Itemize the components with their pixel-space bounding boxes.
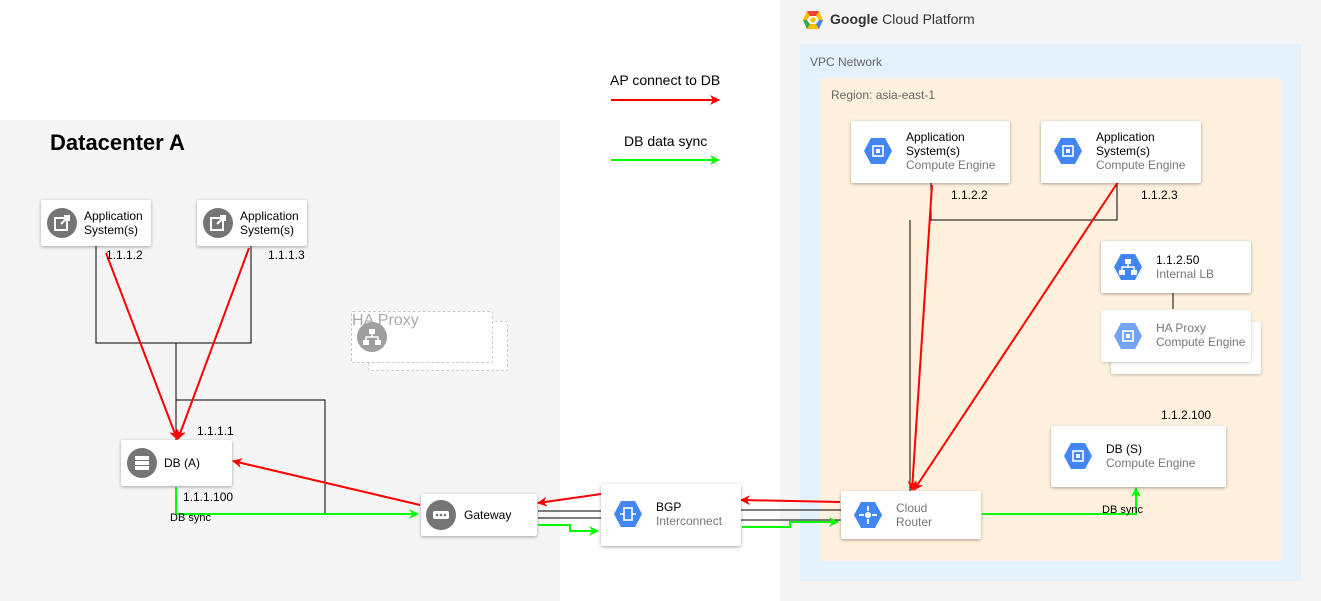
ap-connect-arrow-app1-db [105,252,179,440]
dc-db-a[interactable]: DB (A) [121,440,232,486]
gcp-app1-sub: Compute Engine [906,158,996,172]
compute-engine-icon [1113,321,1143,351]
ap-connect-arrow-app2-db [176,247,250,440]
ap-connect-arrow-gateway-db [232,458,421,506]
dc-app-system-1[interactable]: Application System(s) [41,200,151,246]
gcp-app-system-1[interactable]: Application System(s) Compute Engine [851,121,1010,183]
cloud-router-icon [853,500,883,530]
ap-connect-arrow-gcpapp2-router [913,181,1119,491]
ap-connect-arrow-router-interconnect [740,495,841,506]
dc-db-sync-label: DB sync [170,512,211,524]
dc-db-ip2: 1.1.1.100 [183,490,234,504]
router-line2: Router [896,515,933,529]
gcp-product: Cloud Platform [882,11,975,27]
gcp-lb-sub: Internal LB [1156,267,1215,281]
gcp-app1-line1: Application [906,130,965,144]
gcp-app-system-2[interactable]: Application System(s) Compute Engine [1041,121,1201,183]
ap-connect-arrow-interconnect-gateway [537,493,602,507]
gcp-app1-ip: 1.1.2.2 [951,188,988,202]
interconnect-icon [613,499,643,529]
gcp-cloud-router[interactable]: Cloud Router [841,491,981,539]
google-cloud-logo-icon [803,11,823,29]
gcp-db-sub: Compute Engine [1106,456,1196,470]
gcp-lb-line1: 1.1.2.50 [1156,253,1200,267]
gcp-db-ip: 1.1.2.100 [1161,408,1212,422]
gcp-app2-line2: System(s) [1096,144,1150,158]
gcp-app2-sub: Compute Engine [1096,158,1186,172]
gateway-label: Gateway [464,508,512,522]
dc-app2-ip: 1.1.1.3 [268,248,305,262]
dc-db-label: DB (A) [164,456,200,470]
region-label: Region: asia-east-1 [831,88,936,102]
gcp-haproxy-line1: HA Proxy [1156,321,1207,335]
gcp-app2-line1: Application [1096,130,1155,144]
dc-app1-line1: Application [84,209,143,223]
gcp-db-sync-label: DB sync [1102,504,1143,516]
db-sync-arrow-gateway-interconnect [538,524,599,536]
bgp-interconnect[interactable]: BGP Interconnect [601,484,741,546]
gcp-brand: Google [830,11,879,27]
compute-engine-icon [863,136,893,166]
datacenter-title: Datacenter A [50,130,185,155]
db-sync-arrow-db-gateway [175,487,419,519]
router-line1: Cloud [896,501,928,515]
dc-gateway[interactable]: Gateway [421,494,537,536]
load-balancer-icon [357,322,387,357]
load-balancing-icon [1113,252,1143,282]
dc-db-to-gateway-line [176,399,326,514]
gcp-haproxy[interactable]: HA Proxy Compute Engine [1101,310,1251,362]
interconnect-line1: BGP [656,500,682,514]
gcp-internal-lb[interactable]: 1.1.2.50 Internal LB [1101,241,1251,293]
external-link-icon [203,208,233,238]
dc-app1-line2: System(s) [84,223,138,237]
database-icon [127,448,157,478]
dc-haproxy[interactable]: HA Proxy [351,311,493,363]
compute-engine-icon [1063,441,1093,471]
external-link-icon [47,208,77,238]
dc-app-bus-line [95,246,252,344]
legend-ap-connect-label: AP connect to DB [610,72,721,88]
gcp-app2-ip: 1.1.2.3 [1141,188,1178,202]
gateway-icon [426,500,456,530]
dc-app1-ip: 1.1.1.2 [106,248,143,262]
interconnect-line2: Interconnect [656,514,723,528]
dc-db-ip1: 1.1.1.1 [197,424,234,438]
compute-engine-icon [1053,136,1083,166]
legend-db-sync-label: DB data sync [624,133,708,149]
vpc-label: VPC Network [810,55,883,69]
gcp-app1-line2: System(s) [906,144,960,158]
dc-app2-line1: Application [240,209,299,223]
db-sync-arrow-interconnect-router [742,517,839,528]
gcp-db-s[interactable]: DB (S) Compute Engine [1051,426,1226,487]
dc-app2-line2: System(s) [240,223,294,237]
gcp-haproxy-sub: Compute Engine [1156,335,1246,349]
db-sync-arrow-router-db [982,487,1141,515]
gcp-db-line1: DB (S) [1106,442,1142,456]
ap-connect-arrow-gcpapp1-router [907,184,933,491]
gcp-title: Google Cloud Platform [830,11,975,27]
dc-app-system-2[interactable]: Application System(s) [197,200,307,246]
